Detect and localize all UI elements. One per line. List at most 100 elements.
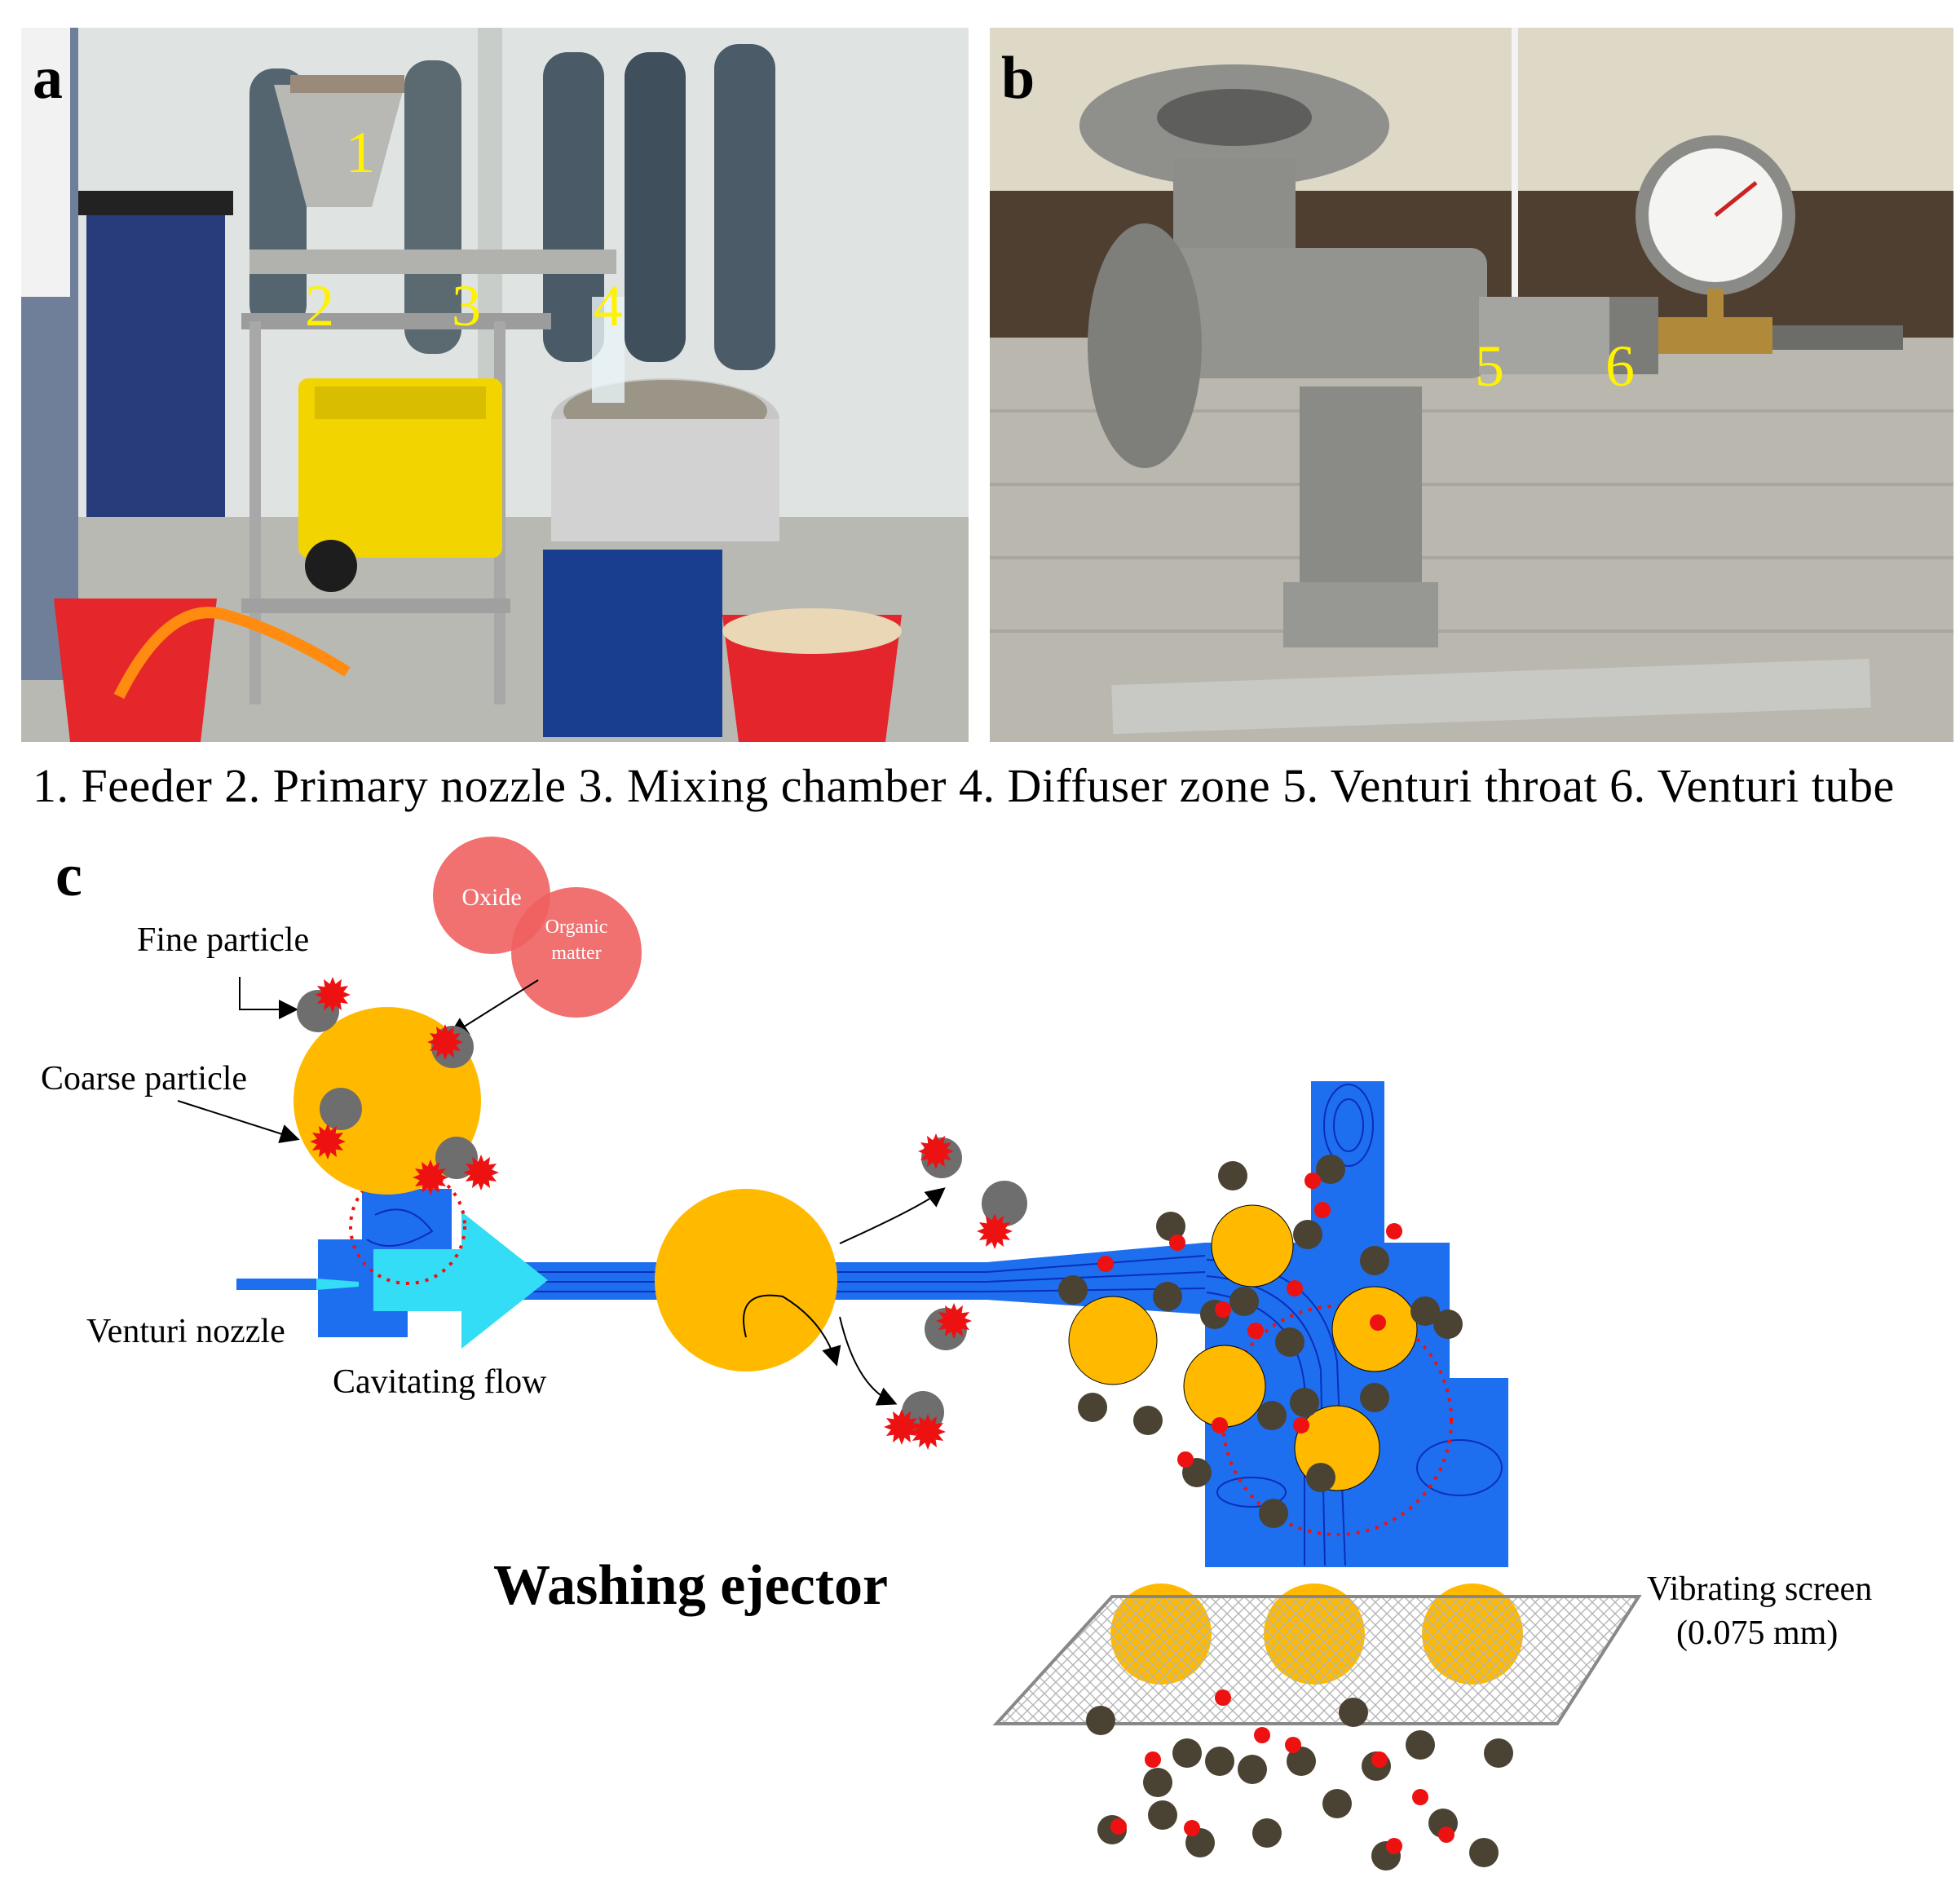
fine-particle-group: [1058, 1155, 1513, 1871]
contaminant-dot: [1177, 1451, 1194, 1468]
detach-arrow-down: [839, 1316, 898, 1406]
fine-dark-particle: [1078, 1393, 1107, 1422]
contaminant-star: [310, 1124, 346, 1159]
panel-letter-a: a: [33, 45, 63, 112]
fine-particle-label: Fine particle: [137, 921, 309, 959]
fine-dark-particle: [1293, 1220, 1322, 1249]
washing-ejector-diagram: c Oxide Organic matter Fine particle Coa…: [41, 837, 1872, 1871]
fine-dark-particle: [1172, 1738, 1202, 1768]
contaminant-group: [310, 977, 1013, 1450]
marker-2: 2: [305, 273, 334, 338]
organic-label-line2: matter: [551, 943, 601, 964]
coarse-particle-channel: [655, 1189, 837, 1371]
contaminant-dot: [1314, 1202, 1331, 1218]
coarse-particle-example: [294, 990, 481, 1195]
fine-dark-particle: [1148, 1800, 1177, 1830]
fine-dark-particle: [1238, 1755, 1267, 1784]
contaminant-dot: [1386, 1223, 1402, 1239]
photo-panel-a: a 1 2 3 4: [21, 28, 969, 742]
marker-3: 3: [452, 273, 481, 338]
contaminant-dot: [1215, 1689, 1231, 1706]
collision-zone-marker: [1221, 1305, 1453, 1536]
contaminant-star: [463, 1155, 499, 1190]
organic-matter-bubble: [511, 887, 642, 1018]
fine-dark-particle: [1360, 1246, 1389, 1275]
marker-1: 1: [346, 120, 375, 185]
organic-pointer: [448, 979, 539, 1037]
contaminant-dot: [1254, 1727, 1270, 1743]
contaminant-dot: [1371, 1751, 1388, 1768]
marker-4: 4: [594, 273, 623, 338]
fine-dark-particle: [1275, 1327, 1304, 1357]
contaminant-dot: [1293, 1417, 1309, 1433]
contaminant-dot: [1287, 1280, 1303, 1296]
fine-dark-particle: [1433, 1310, 1463, 1339]
fine-dark-particle: [1339, 1698, 1368, 1727]
contaminant-dot: [1110, 1818, 1127, 1835]
fine-dark-particle: [1086, 1706, 1115, 1735]
figure-caption: 1. Feeder 2. Primary nozzle 3. Mixing ch…: [33, 759, 1895, 812]
panel-letter-b: b: [1001, 45, 1035, 112]
fine-dark-particle: [1229, 1287, 1259, 1316]
cavitation-zone-marker: [349, 1168, 466, 1285]
fine-dark-particle: [1410, 1296, 1440, 1326]
fine-dark-particle: [1316, 1155, 1345, 1184]
photo-panel-b: b 5 6: [990, 28, 1953, 742]
fine-dark-particle: [1290, 1388, 1319, 1417]
fine-dark-particle: [1306, 1463, 1335, 1492]
fine-dark-particle: [1133, 1406, 1163, 1435]
fine-dark-particle: [1287, 1747, 1316, 1776]
organic-label-line1: Organic: [545, 916, 608, 938]
vibrating-screen-label: Vibrating screen: [1647, 1570, 1872, 1608]
rotation-arrow: [743, 1294, 841, 1367]
fine-dark-particle: [1257, 1401, 1287, 1430]
contaminant-star: [884, 1409, 920, 1445]
fine-dark-particle: [1406, 1730, 1435, 1760]
contaminant-dot: [1215, 1301, 1231, 1318]
contaminant-dot: [1184, 1820, 1200, 1836]
fine-particle-pointer: [239, 977, 298, 1019]
venturi-photo: [990, 28, 1953, 742]
fine-dark-particle: [1143, 1768, 1172, 1797]
contaminant-dot: [1247, 1323, 1264, 1339]
contaminant-star: [936, 1303, 972, 1339]
contaminant-star: [315, 977, 351, 1013]
lab-setup-photo: [21, 28, 969, 742]
contaminant-dot: [1285, 1737, 1301, 1753]
contaminant-dot: [1145, 1751, 1161, 1768]
washing-ejector-title: Washing ejector: [493, 1554, 888, 1617]
marker-5: 5: [1475, 333, 1504, 399]
fine-dark-particle: [1156, 1212, 1185, 1241]
fine-dark-particle: [1484, 1738, 1513, 1768]
fine-dark-particle: [1205, 1747, 1234, 1776]
fine-dark-particle: [1218, 1161, 1247, 1190]
contaminant-dot: [1412, 1789, 1428, 1805]
fine-dark-particle: [1153, 1282, 1182, 1311]
contaminant-star: [977, 1213, 1013, 1249]
contaminant-star: [413, 1159, 448, 1195]
contaminant-dot: [1304, 1173, 1321, 1189]
contaminant-dot: [1438, 1826, 1455, 1843]
venturi-nozzle-label: Venturi nozzle: [86, 1313, 285, 1350]
contaminant-dot: [1169, 1235, 1185, 1251]
contaminant-dot: [1386, 1838, 1402, 1854]
vibrating-screen: [992, 1595, 1642, 1725]
marker-6: 6: [1605, 333, 1635, 399]
detach-arrow-up: [839, 1187, 946, 1244]
coarse-particle-pointer: [177, 1100, 300, 1143]
fine-dark-particle: [1322, 1789, 1352, 1818]
fine-dark-particle: [1058, 1275, 1088, 1305]
screen-size-label: (0.075 mm): [1676, 1614, 1838, 1652]
coarse-particle-label: Coarse particle: [41, 1060, 247, 1098]
contaminant-dot: [1097, 1256, 1114, 1272]
fine-dark-particle: [1252, 1818, 1282, 1848]
oxide-label: Oxide: [461, 884, 521, 911]
cavitating-flow-label: Cavitating flow: [333, 1363, 547, 1401]
fine-dark-particle: [1360, 1383, 1389, 1412]
contaminant-star: [910, 1414, 946, 1450]
contaminant-star: [918, 1133, 954, 1169]
contaminant-dot: [1370, 1314, 1386, 1331]
fine-dark-particle: [1469, 1838, 1499, 1867]
panel-letter-c: c: [55, 842, 82, 909]
fine-dark-particle: [1259, 1499, 1288, 1528]
